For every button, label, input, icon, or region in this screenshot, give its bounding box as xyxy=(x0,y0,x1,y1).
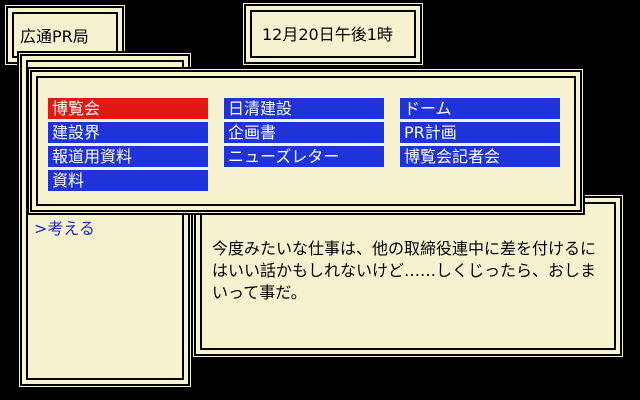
menu-item-pr-keikaku[interactable]: PR計画 xyxy=(400,122,560,143)
message-panel: 今度みたいな仕事は、他の取締役連中に差を付けるにはいい話かもしれないけど……しく… xyxy=(194,196,622,356)
menu-item-kikakusho[interactable]: 企画書 xyxy=(224,122,384,143)
message-text: 今度みたいな仕事は、他の取締役連中に差を付けるにはいい話かもしれないけど……しく… xyxy=(212,239,597,302)
menu-item-newsletter[interactable]: ニューズレター xyxy=(224,146,384,167)
topic-menu: 博覧会 建設界 報道用資料 資料 日清建設 企画書 ニューズレター ドーム PR… xyxy=(30,70,582,212)
menu-item-houdouyou-shiryou[interactable]: 報道用資料 xyxy=(48,146,208,167)
menu-item-nisshin-kensetsu[interactable]: 日清建設 xyxy=(224,98,384,119)
menu-item-kensetsukai[interactable]: 建設界 xyxy=(48,122,208,143)
menu-item-hakurankai-kishakai[interactable]: 博覧会記者会 xyxy=(400,146,560,167)
date-panel: 12月20日午後1時 xyxy=(244,4,422,64)
menu-item-dome[interactable]: ドーム xyxy=(400,98,560,119)
location-label: 広通PR局 xyxy=(20,27,89,46)
menu-item-hakurankai[interactable]: 博覧会 xyxy=(48,98,208,119)
date-label: 12月20日午後1時 xyxy=(262,25,393,44)
menu-item-shiryou[interactable]: 資料 xyxy=(48,170,208,191)
command-think[interactable]: >考える xyxy=(34,219,95,238)
